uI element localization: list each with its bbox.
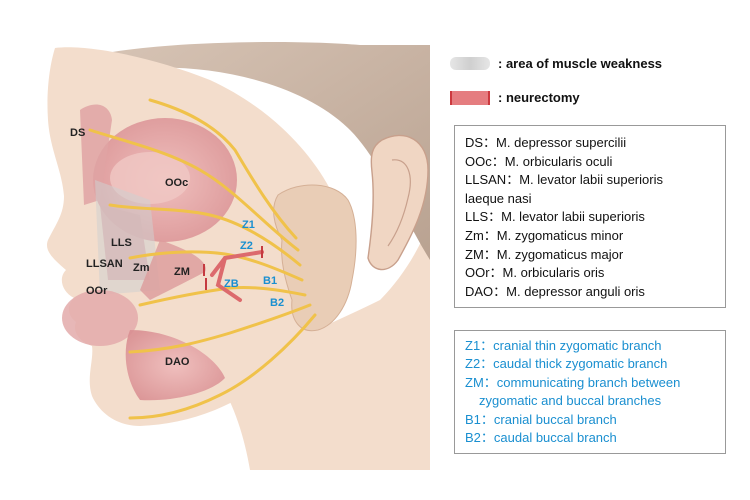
- label-zb: ZB: [224, 278, 239, 290]
- nerve-line: B1：cranial buccal branch: [465, 411, 617, 427]
- label-b2: B2: [270, 297, 284, 309]
- nerve-line: ZM：communicating branch between: [465, 374, 681, 390]
- legend-weakness-text: : area of muscle weakness: [498, 56, 663, 71]
- muscle-line: laeque nasi: [465, 190, 532, 206]
- muscle-line: OOc：M. orbicularis oculi: [465, 153, 613, 169]
- weakness-swatch: [450, 57, 490, 70]
- label-ds: DS: [70, 127, 85, 139]
- neurectomy-swatch: [450, 90, 490, 105]
- muscle-line: ZM：M. zygomaticus major: [465, 246, 624, 262]
- muscle-line: OOr：M. orbicularis oris: [465, 265, 605, 281]
- muscle-abbreviations-box: DS：M. depressor supercilii OOc：M. orbicu…: [454, 125, 726, 308]
- label-b1: B1: [263, 275, 277, 287]
- label-dao: DAO: [165, 356, 190, 368]
- nerve-line: zygomatic and buccal branches: [479, 393, 662, 409]
- orbicularis-oris-muscle: [62, 290, 138, 346]
- label-z1: Z1: [242, 219, 255, 231]
- label-llsan: LLSAN: [86, 258, 123, 270]
- label-zm-minor: Zm: [133, 262, 150, 274]
- nerve-line: Z1：cranial thin zygomatic branch: [465, 338, 662, 353]
- nerve-line: B2：caudal buccal branch: [465, 430, 617, 446]
- depressor-supercilii-muscle: [80, 104, 112, 205]
- legend-neurectomy-text: : neurectomy: [498, 90, 580, 105]
- label-ooc: OOc: [165, 177, 188, 189]
- label-lls: LLS: [111, 237, 132, 249]
- depressor-anguli-oris-muscle: [125, 330, 225, 401]
- muscle-line: DAO：M. depressor anguli oris: [465, 283, 645, 299]
- muscle-line: Zm：M. zygomaticus minor: [465, 227, 624, 243]
- hair: [95, 42, 430, 261]
- nerve-line: Z2：caudal thick zygomatic branch: [465, 356, 668, 372]
- label-oor: OOr: [86, 285, 108, 297]
- legend-weakness: : area of muscle weakness: [450, 56, 662, 71]
- label-zm-major: ZM: [174, 266, 190, 278]
- label-z2: Z2: [240, 240, 253, 252]
- ear-inner: [387, 159, 411, 247]
- nerve-abbreviations-box: Z1：cranial thin zygomatic branch Z2：caud…: [454, 330, 726, 454]
- muscle-line: DS：M. depressor supercilii: [465, 135, 627, 150]
- neurectomy-cuts: [203, 246, 263, 290]
- eye-socket: [110, 152, 190, 204]
- ear: [367, 134, 429, 271]
- neurectomy-marks: [210, 250, 264, 302]
- facial-nerve-branches: [88, 98, 317, 420]
- muscle-line: LLSAN：M. levator labii superioris: [465, 172, 663, 188]
- muscle-line: LLS：M. levator labii superioris: [465, 209, 645, 225]
- legend-neurectomy: : neurectomy: [450, 90, 580, 105]
